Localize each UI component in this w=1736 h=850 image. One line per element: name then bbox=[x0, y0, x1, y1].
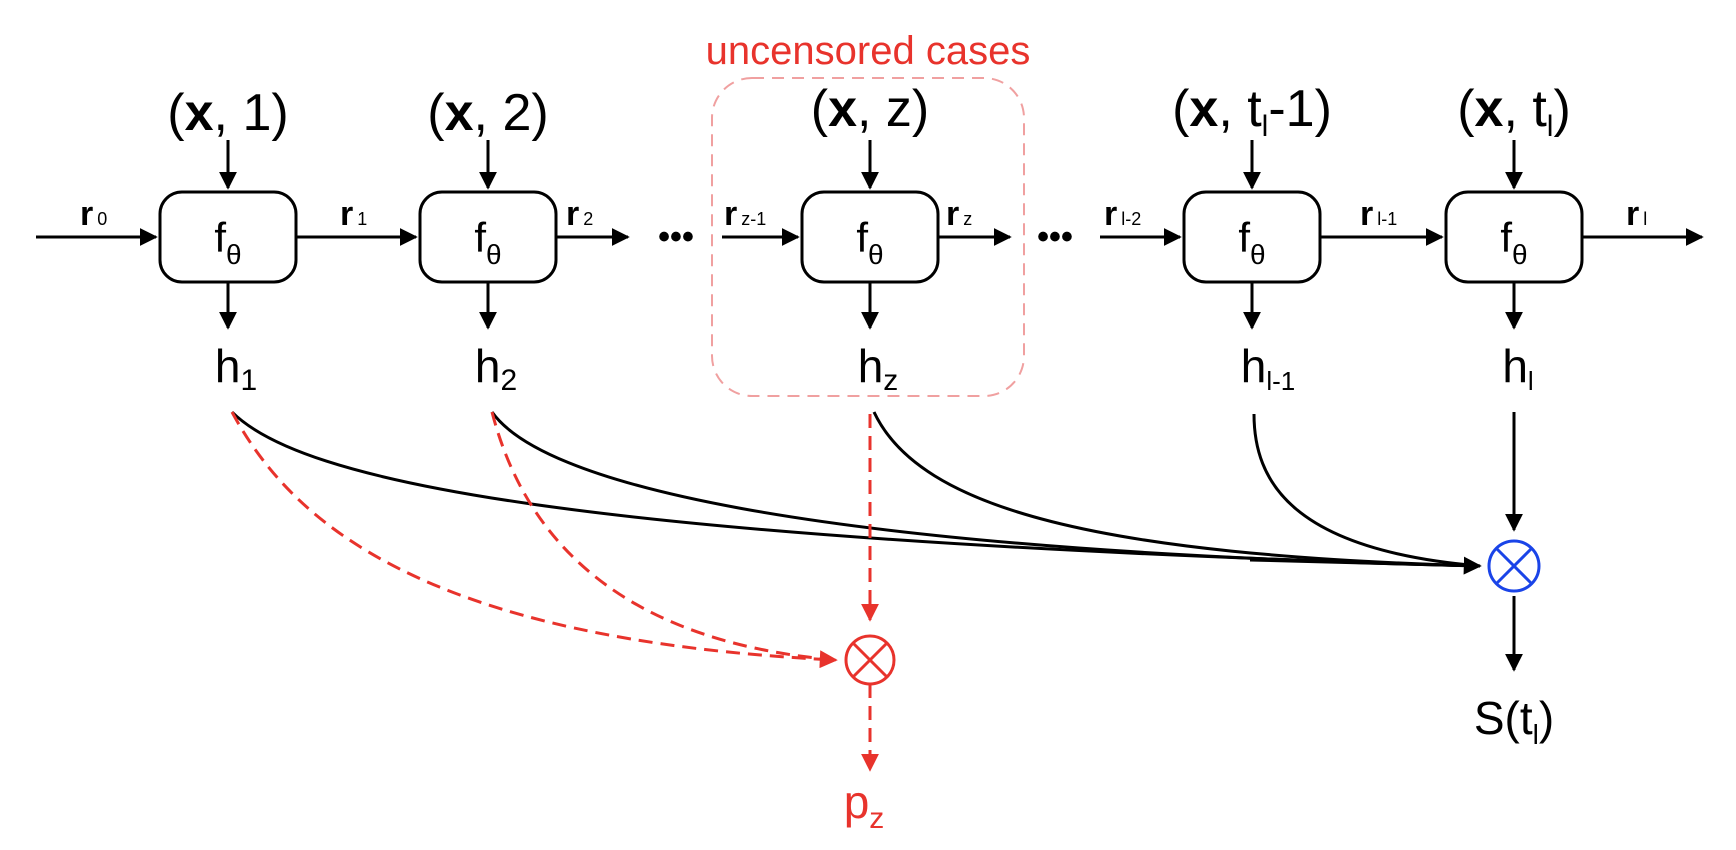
hidden-output: hz bbox=[858, 340, 899, 397]
rnn-cell: fθ bbox=[1182, 190, 1322, 284]
output-arrows bbox=[219, 282, 1523, 330]
input-label: (x, 1) bbox=[167, 84, 288, 142]
survival-connections bbox=[230, 410, 1523, 672]
svg-text:fθ: fθ bbox=[214, 214, 241, 270]
hidden-outputs: h1 h2 hz hl-1 hl bbox=[215, 340, 1534, 397]
ellipsis-left: ••• bbox=[658, 218, 694, 256]
hidden-output: hl-1 bbox=[1241, 340, 1296, 396]
rnn-cell: fθ bbox=[800, 190, 940, 284]
cells-group: fθ fθ fθ fθ fθ bbox=[158, 190, 1584, 284]
input-labels: (x, 1) (x, 2) (x, z) (x, tl-1) (x, tl) bbox=[167, 80, 1571, 143]
hidden-output: hl bbox=[1502, 340, 1533, 396]
rnn-cell: fθ bbox=[418, 190, 558, 284]
hidden-output: h1 bbox=[215, 340, 257, 397]
uncensored-region-box bbox=[711, 77, 1025, 397]
pz-output: pz bbox=[844, 776, 885, 835]
svg-text:fθ: fθ bbox=[474, 214, 501, 270]
input-label: (x, 2) bbox=[427, 84, 548, 142]
input-label: (x, tl) bbox=[1457, 80, 1571, 143]
rnn-cell: fθ bbox=[1444, 190, 1584, 284]
uncensored-region-label: uncensored cases bbox=[706, 29, 1031, 73]
pz-product-icon bbox=[844, 634, 896, 686]
hidden-output: h2 bbox=[475, 340, 517, 397]
svg-text:fθ: fθ bbox=[856, 214, 883, 270]
input-arrows bbox=[219, 140, 1523, 190]
pz-connections bbox=[230, 411, 879, 772]
input-label: (x, tl-1) bbox=[1172, 80, 1332, 143]
svg-text:fθ: fθ bbox=[1238, 214, 1265, 270]
survival-product-icon bbox=[1487, 539, 1541, 593]
rnn-cell: fθ bbox=[158, 190, 298, 284]
input-label: (x, z) bbox=[811, 80, 929, 138]
svg-text:fθ: fθ bbox=[1500, 214, 1527, 270]
ellipsis-right: ••• bbox=[1037, 218, 1073, 256]
survival-output: S(tl) bbox=[1474, 692, 1554, 750]
